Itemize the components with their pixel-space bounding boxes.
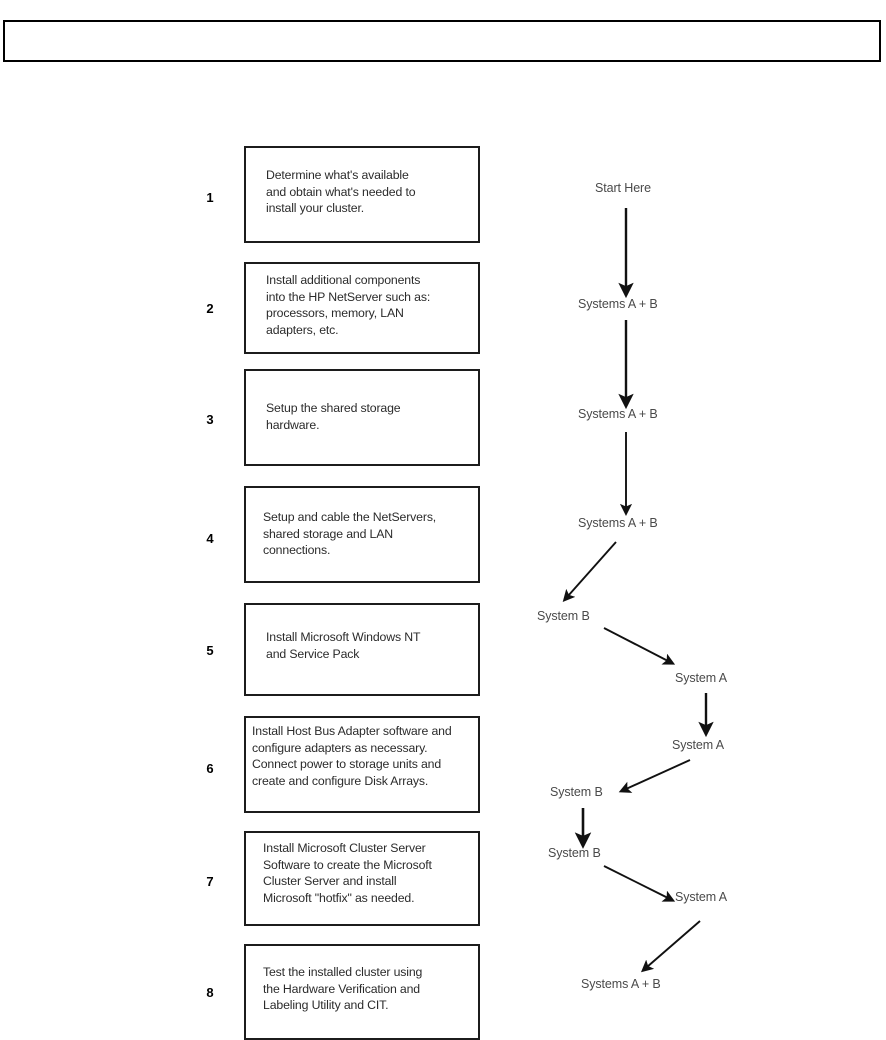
steps-column: 1 Determine what's available and obtain … xyxy=(206,146,482,1040)
step-number-2: 2 xyxy=(206,301,214,316)
flow-arrow-4 xyxy=(562,541,617,602)
step-text-line: connections. xyxy=(263,543,331,557)
step-box-5[interactable] xyxy=(244,603,480,696)
step-number-4: 4 xyxy=(206,531,214,546)
step-box-1[interactable] xyxy=(244,146,480,243)
step-text-line: Test the installed cluster using xyxy=(263,965,423,979)
flow-node-system-a-2: System A xyxy=(672,738,724,752)
flow-arrow-7 xyxy=(618,759,691,793)
flow-node-systems-ab-2: Systems A + B xyxy=(578,407,658,421)
step-text-7: Install Microsoft Cluster Server Softwar… xyxy=(263,840,479,906)
step-text-line: Microsoft "hotfix" as needed. xyxy=(263,890,415,905)
flow-node-systems-ab-4: Systems A + B xyxy=(581,977,661,991)
step-text-line: Setup and cable the NetServers, xyxy=(263,510,437,524)
step-text-line: Install additional components xyxy=(266,273,421,287)
flow-node-start-here: Start Here xyxy=(595,181,651,195)
step-number-6: 6 xyxy=(206,761,214,776)
step-text-2: Install additional components into the H… xyxy=(266,272,480,338)
step-text-line: install your cluster. xyxy=(266,201,364,215)
step-number-3: 3 xyxy=(206,412,214,427)
step-text-line: configure adapters as necessary. xyxy=(252,740,428,755)
step-text-line: Setup the shared storage xyxy=(266,401,401,415)
step-text-8: Test the installed cluster using the Har… xyxy=(263,964,477,1014)
step-box-6[interactable] xyxy=(244,716,480,813)
step-text-line: Install Microsoft Windows NT xyxy=(266,630,421,644)
step-text-line: Connect power to storage units and xyxy=(252,757,442,771)
step-box-7[interactable] xyxy=(244,831,480,926)
step-text-line: Install Host Bus Adapter software and xyxy=(252,724,452,738)
flow-node-systems-ab-1: Systems A + B xyxy=(578,297,658,311)
step-number-1: 1 xyxy=(206,190,214,205)
step-text-line: Labeling Utility and CIT. xyxy=(263,998,389,1012)
flow-node-system-b-2: System B xyxy=(550,785,603,799)
flow-arrow-5 xyxy=(603,627,676,665)
step-text-line: hardware. xyxy=(266,417,320,432)
step-text-line: into the HP NetServer such as: xyxy=(266,289,431,304)
step-text-line: create and configure Disk Arrays. xyxy=(252,773,429,788)
flow-node-system-b-3: System B xyxy=(548,846,601,860)
step-box-2[interactable] xyxy=(244,262,480,354)
step-text-line: Determine what's available xyxy=(266,168,409,182)
flow-node-system-a-1: System A xyxy=(675,671,727,685)
step-number-5: 5 xyxy=(206,643,214,658)
step-text-line: and Service Pack xyxy=(266,646,360,661)
step-text-5: Install Microsoft Windows NT and Service… xyxy=(266,629,478,662)
step-text-line: Install Microsoft Cluster Server xyxy=(263,841,426,855)
step-box-8[interactable] xyxy=(244,944,480,1040)
flow-arrow-9 xyxy=(603,865,676,902)
step-text-4: Setup and cable the NetServers, shared s… xyxy=(263,509,481,559)
step-text-3: Setup the shared storage hardware. xyxy=(266,400,478,433)
step-text-line: processors, memory, LAN xyxy=(266,306,404,320)
step-box-3[interactable] xyxy=(244,369,480,466)
step-text-line: Cluster Server and install xyxy=(263,874,397,888)
step-text-6: Install Host Bus Adapter software and co… xyxy=(252,723,482,789)
step-text-line: Software to create the Microsoft xyxy=(263,857,432,872)
step-text-1: Determine what's available and obtain wh… xyxy=(266,167,476,217)
page-header-band xyxy=(3,20,881,62)
step-text-line: the Hardware Verification and xyxy=(263,981,420,996)
flow-arrows-svg xyxy=(562,208,714,973)
step-box-4[interactable] xyxy=(244,486,480,583)
flow-node-systems-ab-3: Systems A + B xyxy=(578,516,658,530)
step-number-8: 8 xyxy=(206,985,214,1000)
step-text-line: and obtain what's needed to xyxy=(266,184,416,199)
step-text-line: adapters, etc. xyxy=(266,322,339,337)
step-number-7: 7 xyxy=(206,874,214,889)
flow-node-system-a-3: System A xyxy=(675,890,727,904)
flow-arrow-10 xyxy=(640,920,701,973)
system-flow-diagram: Start Here Systems A + B Systems A + B S… xyxy=(520,0,886,1040)
step-text-line: shared storage and LAN xyxy=(263,526,394,541)
flow-node-system-b-1: System B xyxy=(537,609,590,623)
